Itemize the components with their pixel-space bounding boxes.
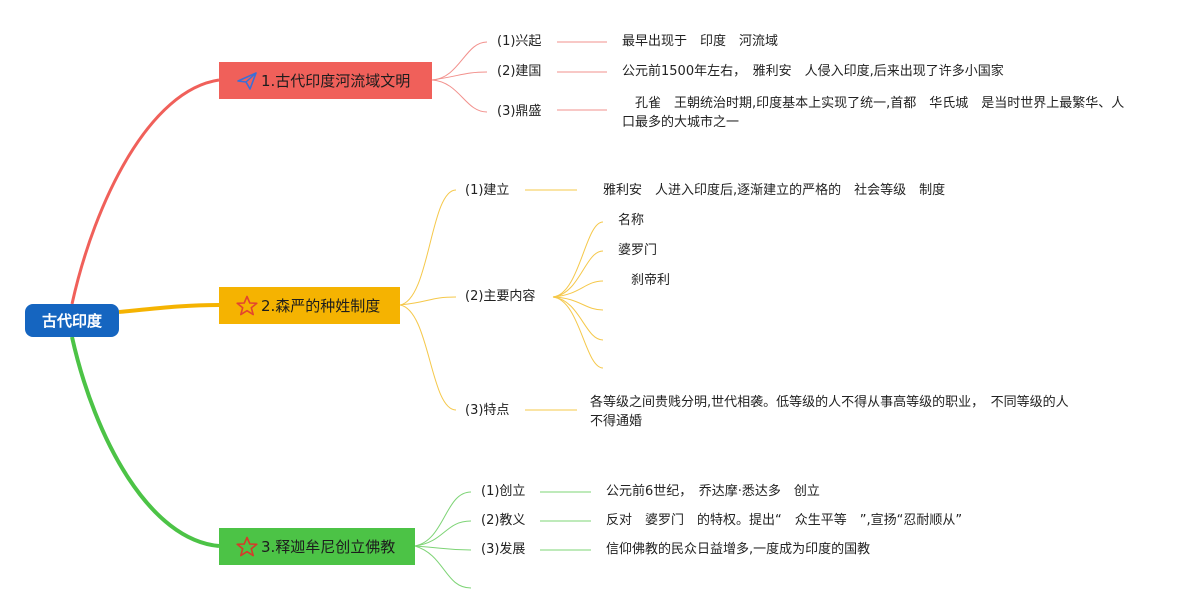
branch-node-3[interactable]: 3.释迦牟尼创立佛教 — [219, 528, 415, 565]
sub-node-label[interactable]: (3)发展 — [481, 542, 526, 557]
sub-node-text: 公元前1500年左右， 雅利安 人侵入印度,后来出现了许多小国家 — [622, 64, 1004, 79]
sub-node-label[interactable]: (3)鼎盛 — [497, 104, 542, 119]
sub-node-label[interactable]: (1)兴起 — [497, 34, 542, 49]
sub-node-label[interactable]: (1)创立 — [481, 484, 526, 499]
branch-label: 1.古代印度河流域文明 — [261, 72, 411, 90]
sub-node-label[interactable]: (3)特点 — [465, 403, 510, 418]
leaf-node[interactable]: 婆罗门 — [618, 243, 658, 258]
leaf-node[interactable]: 名称 — [618, 213, 645, 228]
sub-node-label[interactable]: (2)建国 — [497, 64, 542, 79]
sub-node-text: 各等级之间贵贱分明,世代相袭。低等级的人不得从事高等级的职业， 不同等级的人不得… — [590, 395, 1069, 429]
sub-node-label[interactable]: (1)建立 — [465, 183, 510, 198]
sub-node-text: 最早出现于 印度 河流域 — [622, 34, 779, 49]
sub-node-text: 孔雀 王朝统治时期,印度基本上实现了统一,首都 华氏城 是当时世界上最繁华、人口… — [622, 96, 1125, 130]
branch-label: 3.释迦牟尼创立佛教 — [261, 538, 396, 556]
leaf-node[interactable]: 刹帝利 — [618, 273, 671, 288]
branch-node-1[interactable]: 1.古代印度河流域文明 — [219, 62, 432, 99]
paper-plane-icon — [237, 71, 257, 90]
star-outline-icon — [236, 295, 258, 315]
sub-node-text: 公元前6世纪， 乔达摩·悉达多 创立 — [606, 484, 820, 499]
sub-node-text: 雅利安 人进入印度后,逐渐建立的严格的 社会等级 制度 — [590, 183, 946, 198]
link-root-branch1 — [70, 78, 220, 305]
branch-node-2[interactable]: 2.森严的种姓制度 — [219, 287, 400, 324]
sub-node-text: 反对 婆罗门 的特权。提出“ 众生平等 ”,宣扬“忍耐顺从” — [606, 513, 963, 528]
sub-node-text: 信仰佛教的民众日益增多,一度成为印度的国教 — [606, 542, 871, 557]
branch-label: 2.森严的种姓制度 — [261, 297, 381, 315]
sub-node-label[interactable]: (2)主要内容 — [465, 289, 536, 304]
star-outline-icon — [236, 536, 258, 556]
root-node[interactable]: 古代印度 — [25, 304, 119, 337]
sub-node-label[interactable]: (2)教义 — [481, 513, 526, 528]
link-root-branch3 — [70, 336, 220, 548]
link-root-branch2 — [118, 303, 220, 314]
